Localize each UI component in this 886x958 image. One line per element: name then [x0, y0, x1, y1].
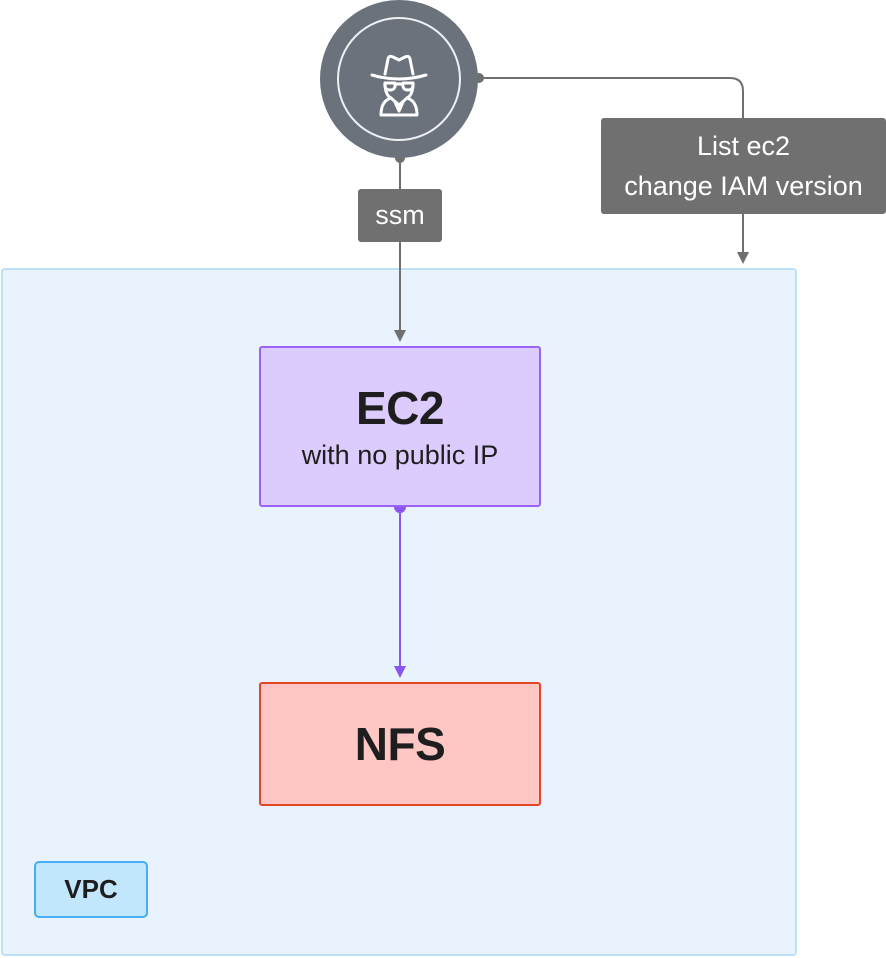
- attacker-inner-ring: [337, 17, 461, 141]
- ec2-title: EC2: [356, 381, 444, 434]
- vpc-label: VPC: [34, 861, 148, 918]
- ec2-subtitle: with no public IP: [301, 439, 499, 470]
- edge-label-ssm-text: ssm: [375, 200, 425, 230]
- edge-label-list-line2: change IAM version: [624, 171, 863, 201]
- nfs-title: NFS: [354, 718, 446, 770]
- attacker-node[interactable]: [320, 0, 478, 158]
- edge-label-list: List ec2 change IAM version: [601, 118, 886, 214]
- edge-list-line-upper: [479, 77, 744, 118]
- nfs-node[interactable]: NFS: [259, 682, 541, 806]
- spy-icon: [370, 54, 428, 117]
- edge-label-list-line1: List ec2: [696, 131, 791, 161]
- edge-ec2-nfs: [394, 501, 406, 678]
- ec2-node[interactable]: EC2 with no public IP: [259, 346, 541, 507]
- vpc-label-text: VPC: [64, 874, 118, 904]
- edge-label-ssm: ssm: [358, 189, 442, 242]
- edge-ssm: [394, 153, 406, 342]
